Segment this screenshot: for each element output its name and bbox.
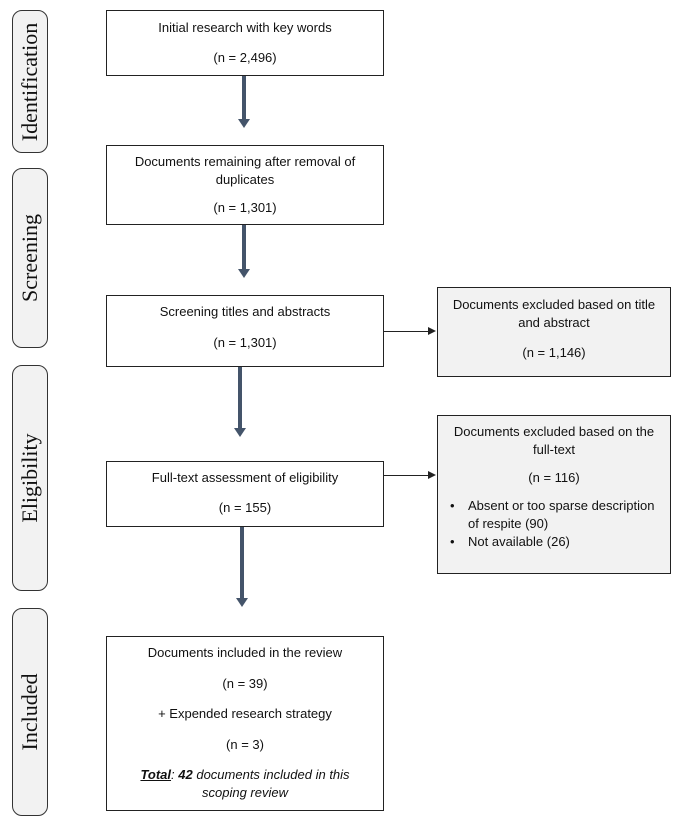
total-rest-line2: scoping review <box>202 785 288 800</box>
fulltext-count: (n = 155) <box>218 500 272 515</box>
excluded-fulltext-title-line1: Documents excluded based on the <box>453 424 655 439</box>
box-excluded-fulltext: Documents excluded based on the full-tex… <box>437 415 671 574</box>
exclusion-reason-item: Not available (26) <box>438 533 670 551</box>
arrow-duplicates-to-screening <box>238 225 250 278</box>
box-screening: Screening titles and abstracts (n = 1,30… <box>106 295 384 367</box>
included-count: (n = 39) <box>222 676 268 691</box>
stage-screening-label: Screening <box>17 214 42 302</box>
stage-identification-label: Identification <box>17 22 42 141</box>
total-number: 42 <box>178 767 193 782</box>
box-fulltext-assessment: Full-text assessment of eligibility (n =… <box>106 461 384 527</box>
box-excluded-title-abstract: Documents excluded based on title and ab… <box>437 287 671 377</box>
duplicates-title-line1: Documents remaining after removal of <box>134 154 356 169</box>
total-line: Total: 42 documents included in this <box>107 766 383 784</box>
initial-count: (n = 2,496) <box>213 50 277 65</box>
fulltext-title: Full-text assessment of eligibility <box>151 470 339 485</box>
arrow-fulltext-to-excluded <box>384 471 436 479</box>
expended-strategy-count: (n = 3) <box>226 737 264 752</box>
exclusion-reason-text: Not available (26) <box>468 534 570 549</box>
exclusion-reasons-list: Absent or too sparse description of resp… <box>438 497 670 551</box>
arrow-screening-to-excluded <box>384 327 436 335</box>
excluded-fulltext-title-line2: full-text <box>533 442 575 457</box>
total-label: Total <box>140 767 172 782</box>
arrow-initial-to-duplicates <box>238 76 250 128</box>
exclusion-reason-item: Absent or too sparse description of resp… <box>438 497 670 533</box>
stage-identification: Identification <box>12 10 48 153</box>
total-rest-line1: documents included in this <box>192 767 350 782</box>
expended-strategy-label: + Expended research strategy <box>158 706 332 721</box>
excluded-title-count: (n = 1,146) <box>522 345 586 360</box>
box-initial-research: Initial research with key words (n = 2,4… <box>106 10 384 76</box>
excluded-title-line1: Documents excluded based on title <box>452 297 656 312</box>
stage-included: Included <box>12 608 48 816</box>
excluded-title-line2: and abstract <box>518 315 590 330</box>
total-colon: : <box>171 767 179 782</box>
stage-screening: Screening <box>12 168 48 348</box>
box-duplicates-removed: Documents remaining after removal of dup… <box>106 145 384 225</box>
screening-count: (n = 1,301) <box>213 335 277 350</box>
duplicates-count: (n = 1,301) <box>213 200 277 215</box>
box-included: Documents included in the review (n = 39… <box>106 636 384 811</box>
initial-title: Initial research with key words <box>158 20 332 35</box>
stage-eligibility: Eligibility <box>12 365 48 591</box>
stage-included-label: Included <box>17 673 42 751</box>
stage-eligibility-label: Eligibility <box>17 433 42 523</box>
screening-title: Screening titles and abstracts <box>159 304 331 319</box>
included-title: Documents included in the review <box>147 645 343 660</box>
arrow-fulltext-to-included <box>236 527 248 607</box>
exclusion-reason-text: Absent or too sparse description of resp… <box>468 498 655 531</box>
duplicates-title-line2: duplicates <box>215 172 275 187</box>
arrow-screening-to-fulltext <box>234 367 246 437</box>
excluded-fulltext-count: (n = 116) <box>528 470 580 485</box>
